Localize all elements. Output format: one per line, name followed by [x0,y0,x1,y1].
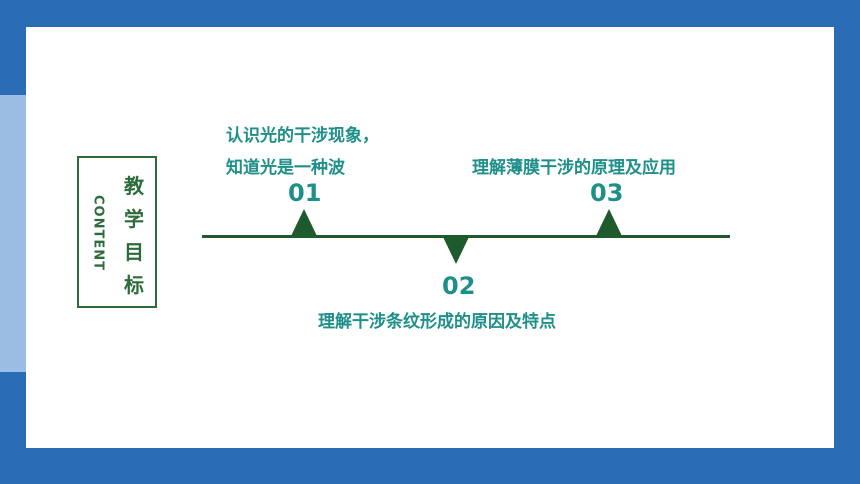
teaching-goals-box: CONTENT 教 学 目 标 [77,156,157,308]
content-label: CONTENT [90,195,106,271]
timeline-line [202,235,730,238]
goal-char: 目 [124,240,144,264]
item-02-line-1: 理解干涉条纹形成的原因及特点 [318,312,556,332]
goal-char: 教 [124,174,144,198]
goal-char: 学 [124,207,144,231]
goal-char: 标 [124,273,144,297]
item-01-number: 01 [288,179,322,207]
left-accent-bar [0,95,26,372]
marker-03-up-triangle [596,209,622,236]
marker-01-up-triangle [291,209,317,236]
teaching-goals-title: 教 学 目 标 [121,170,147,298]
item-02-number: 02 [442,272,476,300]
marker-02-down-triangle [443,237,469,264]
item-03-line-1: 理解薄膜干涉的原理及应用 [472,158,676,178]
item-01-line-1: 认识光的干涉现象， [226,126,379,146]
item-03-number: 03 [590,179,624,207]
item-01-line-2: 知道光是一种波 [226,158,345,178]
